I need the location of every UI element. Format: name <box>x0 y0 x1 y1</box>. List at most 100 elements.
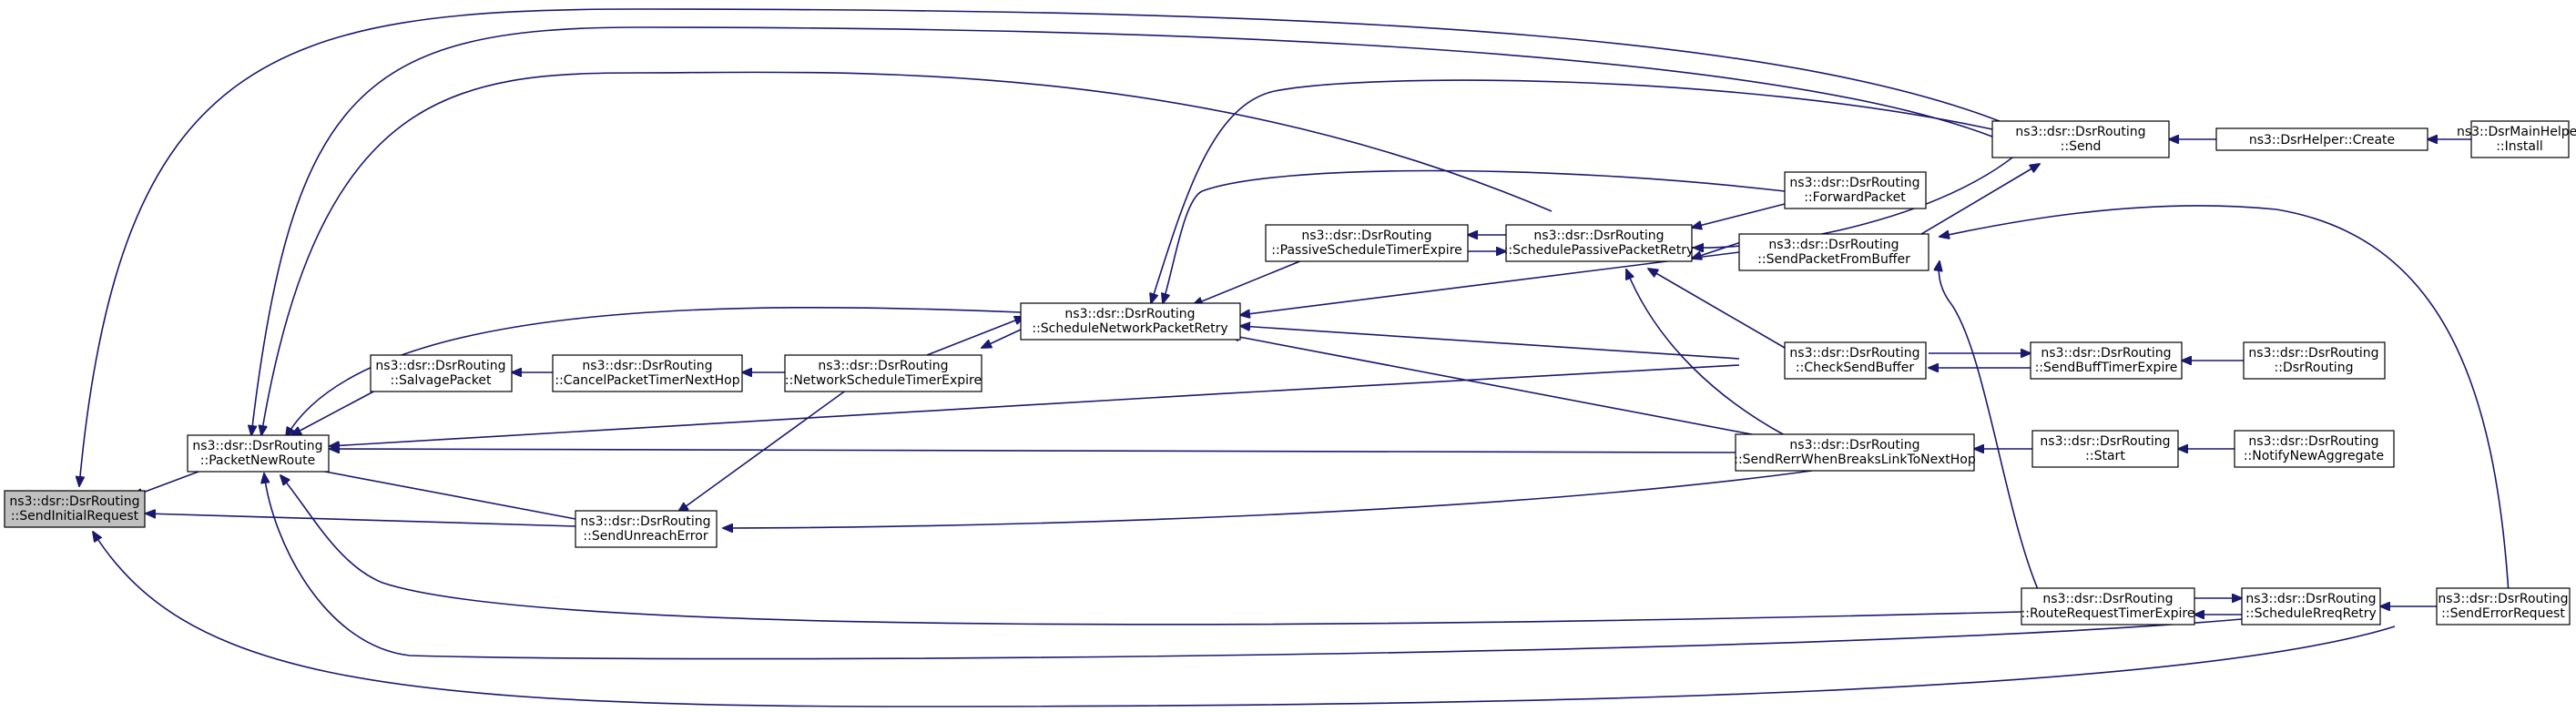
node-label-line2: ::ScheduleRreqRetry <box>2245 606 2377 621</box>
node-label-line1: ns3::dsr::DsrRouting <box>1301 229 1431 243</box>
edge-routeRequestTimerExpire-to-packetNewRoute <box>280 475 2022 626</box>
edge-sendRerrWhenBreaksLinkToNextHop-to-packetNewRoute <box>330 449 1736 453</box>
node-label-line1: ns3::dsr::DsrRouting <box>2042 592 2173 606</box>
node-label-line2: ::NetworkScheduleTimerExpire <box>785 373 982 388</box>
node-label-line2: ::SendPacketFromBuffer <box>1757 252 1910 267</box>
node-label-line2: ::CancelPacketTimerNextHop <box>555 373 739 388</box>
node-label-line2: ::DsrRouting <box>2275 361 2354 375</box>
node-start[interactable]: ns3::dsr::DsrRouting ::Start <box>2031 430 2179 468</box>
node-schedule-network-packet-retry[interactable]: ns3::dsr::DsrRouting ::ScheduleNetworkPa… <box>1020 302 1241 341</box>
node-label-line2: ::SendRerrWhenBreaksLinkToNextHop <box>1734 453 1976 467</box>
node-label-line1: ns3::dsr::DsrRouting <box>9 494 139 509</box>
edge-send-to-schedulePassivePacketRetry <box>1694 136 2037 248</box>
node-dsr-helper-create[interactable]: ns3::DsrHelper::Create <box>2215 127 2428 151</box>
node-label-line2: ::Start <box>2085 449 2125 463</box>
edge-salvagePacket-to-packetNewRoute <box>291 389 378 435</box>
edge-sendPacketFromBuffer-to-scheduleNetworkPacketRetry <box>1240 251 1740 315</box>
node-label-line1: ns3::DsrMainHelper <box>2457 125 2576 139</box>
node-send[interactable]: ns3::dsr::DsrRouting ::Send <box>1991 120 2170 158</box>
edge-checkSendBuffer-to-schedulePassivePacketRetry <box>1648 269 1786 349</box>
node-label-line1: ns3::dsr::DsrRouting <box>2245 592 2376 606</box>
node-schedule-passive-packet-retry[interactable]: ns3::dsr::DsrRouting ::SchedulePassivePa… <box>1504 224 1695 262</box>
node-label-line2: ::Install <box>2496 139 2543 154</box>
edge-send-to-packetNewRoute <box>251 26 1993 435</box>
edge-networkScheduleTimerExpire-to-sendUnreachError <box>678 389 848 512</box>
node-label-line1: ns3::dsr::DsrRouting <box>2248 434 2378 449</box>
edge-networkScheduleTimerExpire-to-scheduleNetworkPacketRetry <box>926 317 1024 356</box>
node-label-line1: ns3::DsrHelper::Create <box>2249 133 2395 147</box>
node-label-line1: ns3::dsr::DsrRouting <box>1064 307 1195 321</box>
node-passive-schedule-timer-expire[interactable]: ns3::dsr::DsrRouting ::PassiveScheduleTi… <box>1265 224 1469 262</box>
nodes: ns3::dsr::DsrRouting ::SendInitialReques… <box>4 120 2576 626</box>
node-label-line1: ns3::dsr::DsrRouting <box>2248 346 2378 361</box>
node-label-line2: ::SchedulePassivePacketRetry <box>1504 243 1695 258</box>
node-packet-new-route[interactable]: ns3::dsr::DsrRouting ::PacketNewRoute <box>187 434 330 473</box>
node-label-line1: ns3::dsr::DsrRouting <box>818 359 948 373</box>
node-send-error-request[interactable]: ns3::dsr::DsrRouting ::SendErrorRequest <box>2436 587 2571 626</box>
node-label-line2: ::SalvagePacket <box>391 373 492 388</box>
node-cancel-packet-timer-next-hop[interactable]: ns3::dsr::DsrRouting ::CancelPacketTimer… <box>552 354 743 392</box>
edge-sendPacketFromBuffer-to-schedulePassivePacketRetry <box>1692 239 1747 259</box>
node-send-buff-timer-expire[interactable]: ns3::dsr::DsrRouting ::SendBuffTimerExpi… <box>2030 341 2183 380</box>
node-label-line1: ns3::dsr::DsrRouting <box>2040 434 2170 449</box>
edge-sendUnreachError-to-packetNewRoute <box>291 465 576 520</box>
node-label-line1: ns3::dsr::DsrRouting <box>192 439 322 453</box>
node-dsr-routing-ctor[interactable]: ns3::dsr::DsrRouting ::DsrRouting <box>2243 341 2386 380</box>
node-label-line2: ::PassiveScheduleTimerExpire <box>1271 243 1462 258</box>
node-send-initial-request[interactable]: ns3::dsr::DsrRouting ::SendInitialReques… <box>4 490 146 528</box>
node-salvage-packet[interactable]: ns3::dsr::DsrRouting ::SalvagePacket <box>370 354 513 392</box>
node-label-line2: ::SendUnreachError <box>583 529 708 544</box>
node-send-packet-from-buffer[interactable]: ns3::dsr::DsrRouting ::SendPacketFromBuf… <box>1738 233 1929 271</box>
node-label-line1: ns3::dsr::DsrRouting <box>1789 346 1919 361</box>
node-route-request-timer-expire[interactable]: ns3::dsr::DsrRouting ::RouteRequestTimer… <box>2021 587 2195 626</box>
edge-forwardPacket-to-schedulePassivePacketRetry <box>1692 203 1786 228</box>
node-label-line2: ::SendErrorRequest <box>2441 606 2565 621</box>
node-send-unreach-error[interactable]: ns3::dsr::DsrRouting ::SendUnreachError <box>575 510 718 548</box>
node-notify-new-aggregate[interactable]: ns3::dsr::DsrRouting ::NotifyNewAggregat… <box>2234 430 2395 468</box>
node-label-line1: ns3::dsr::DsrRouting <box>1533 229 1664 243</box>
node-label-line2: ::ScheduleNetworkPacketRetry <box>1032 321 1227 336</box>
edge-scheduleNetworkPacketRetry-to-packetNewRoute <box>286 306 1022 437</box>
node-label-line1: ns3::dsr::DsrRouting <box>2438 592 2568 606</box>
edge-passiveScheduleTimerExpire-to-scheduleNetworkPacketRetry <box>1193 259 1303 305</box>
edge-sendRerrWhenBreaksLinkToNextHop-to-sendUnreachError <box>723 470 1813 528</box>
edge-forwardPacket-to-scheduleNetworkPacketRetry <box>1163 169 1786 304</box>
edge-sendErrorRequest-to-sendInitialRequest <box>93 532 2396 707</box>
edge-checkSendBuffer-to-scheduleNetworkPacketRetry <box>1240 326 1740 360</box>
node-label-line1: ns3::dsr::DsrRouting <box>580 514 710 529</box>
node-label-line2: ::CheckSendBuffer <box>1796 361 1914 375</box>
edge-schedulePassivePacketRetry-to-packetNewRoute <box>261 71 1553 435</box>
node-label-line2: ::PacketNewRoute <box>200 453 315 468</box>
edges <box>79 8 2510 707</box>
edge-send-to-scheduleNetworkPacketRetry <box>1151 79 1993 303</box>
node-schedule-rreq-retry[interactable]: ns3::dsr::DsrRouting ::ScheduleRreqRetry <box>2241 587 2381 626</box>
node-label-line1: ns3::dsr::DsrRouting <box>375 359 505 373</box>
node-label-line1: ns3::dsr::DsrRouting <box>1789 438 1919 453</box>
node-label-line1: ns3::dsr::DsrRouting <box>2041 346 2171 361</box>
edge-sendRerrWhenBreaksLinkToNextHop-to-scheduleNetworkPacketRetry <box>1229 335 1777 440</box>
edge-sendErrorRequest-to-sendPacketFromBuffer <box>1940 205 2510 595</box>
node-dsr-main-helper-install[interactable]: ns3::DsrMainHelper ::Install <box>2457 120 2576 158</box>
node-label-line2: ::RouteRequestTimerExpire <box>2021 606 2195 621</box>
edge-scheduleNetworkPacketRetry-to-networkScheduleTimerExpire <box>982 329 1022 348</box>
edge-checkSendBuffer-to-packetNewRoute <box>330 364 1740 446</box>
node-label-line1: ns3::dsr::DsrRouting <box>2015 125 2145 139</box>
node-network-schedule-timer-expire[interactable]: ns3::dsr::DsrRouting ::NetworkScheduleTi… <box>784 354 983 392</box>
edge-scheduleRreqRetry-to-packetNewRoute <box>264 473 2243 660</box>
node-label-line2: ::Send <box>2061 139 2102 154</box>
edge-send-to-sendInitialRequest <box>79 8 2037 486</box>
node-label-line2: ::NotifyNewAggregate <box>2244 449 2384 463</box>
edge-sendRerrWhenBreaksLinkToNextHop-to-schedulePassivePacketRetry <box>1626 270 1786 436</box>
node-label-line2: ::ForwardPacket <box>1804 190 1906 205</box>
edge-sendPacketFromBuffer-to-send <box>1911 164 2040 240</box>
node-label-line1: ns3::dsr::DsrRouting <box>582 359 712 373</box>
node-label-line1: ns3::dsr::DsrRouting <box>1789 176 1919 190</box>
edge-sendUnreachError-to-sendInitialRequest <box>146 514 576 527</box>
node-send-rerr-when-breaks-link-to-next-hop[interactable]: ns3::dsr::DsrRouting ::SendRerrWhenBreak… <box>1734 433 1976 472</box>
edge-routeRequestTimerExpire-to-sendPacketFromBuffer <box>1939 261 2041 595</box>
node-label-line1: ns3::dsr::DsrRouting <box>1768 238 1899 252</box>
node-label-line2: ::SendInitialRequest <box>11 509 139 524</box>
node-forward-packet[interactable]: ns3::dsr::DsrRouting ::ForwardPacket <box>1784 171 1927 209</box>
node-check-send-buffer[interactable]: ns3::dsr::DsrRouting ::CheckSendBuffer <box>1784 341 1927 380</box>
